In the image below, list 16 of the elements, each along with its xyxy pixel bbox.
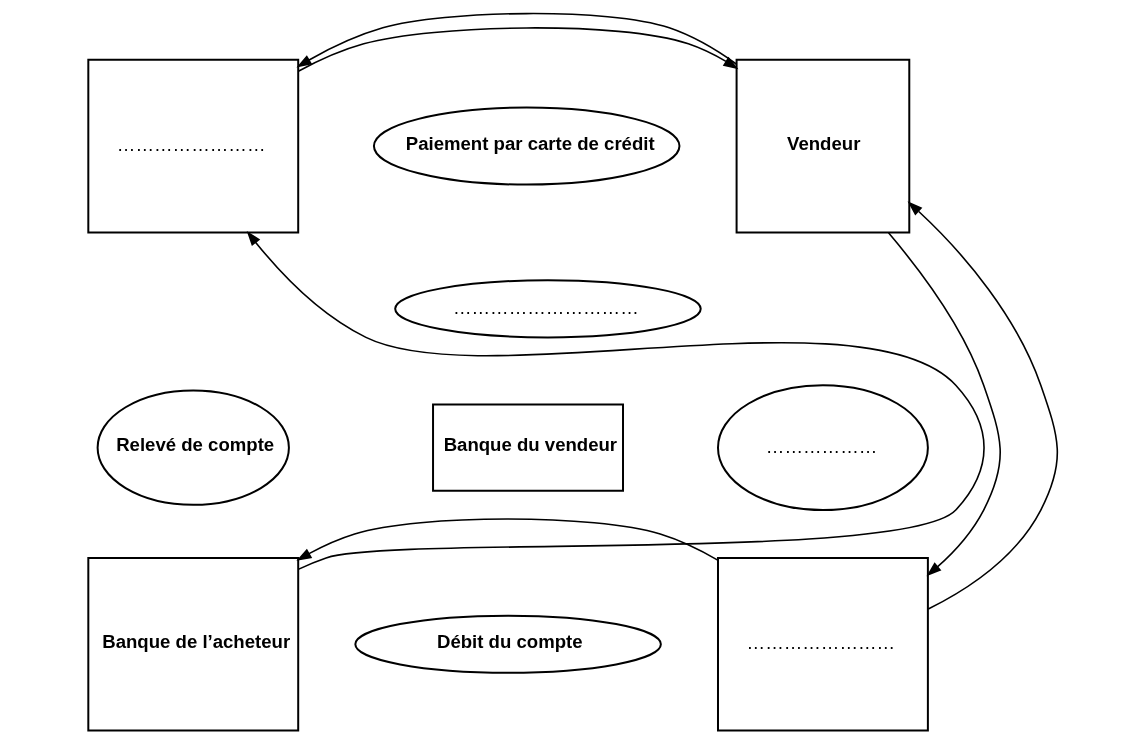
node-box: …………………… [86,58,299,234]
node-ellipse: Paiement par carte de crédit [372,106,680,186]
arrow [295,12,737,68]
arrow [295,518,718,561]
arrow [907,201,1058,610]
arrow [887,232,1001,577]
node-ellipse: Débit du compte [353,614,662,674]
node-box: Vendeur [735,58,910,234]
arrow [246,230,985,571]
node-ellipse: Relevé de compte [96,389,290,506]
node-box: …………………… [716,556,929,732]
arrow [297,27,738,73]
node-ellipse: ……………… [716,384,929,512]
node-box: Banque du vendeur [431,403,624,492]
node-box: Banque de l’acheteur [86,556,299,732]
node-ellipse: ………………………… [393,279,702,339]
